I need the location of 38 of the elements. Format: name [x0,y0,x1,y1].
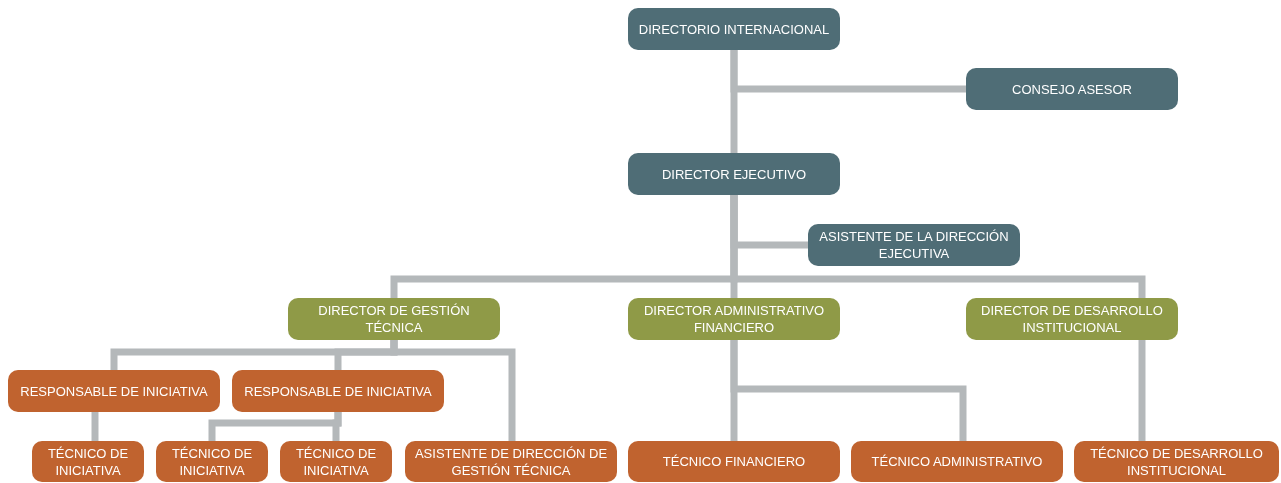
role-label: TÉCNICO DE INICIATIVA [294,444,378,479]
connector-line [730,50,738,153]
role-label: CONSEJO ASESOR [1012,80,1132,98]
role-label: RESPONSABLE DE INICIATIVA [244,382,432,400]
role-label: ASISTENTE DE LA DIRECCIÓN EJECUTIVA [818,228,1010,262]
connector-line [332,412,342,441]
role-label: TÉCNICO DE INICIATIVA [46,444,130,479]
org-box [1074,441,1279,482]
org-box [628,298,840,340]
org-box [288,298,500,340]
org-box [8,370,220,412]
role-label: DIRECTOR DE GESTIÓN TÉCNICA [317,302,471,336]
role-label: DIRECTOR ADMINISTRATIVO FINANCIERO [642,302,826,336]
org-box [808,224,1020,266]
connector-line [1138,340,1146,441]
role-label: DIRECTOR EJECUTIVO [661,165,807,183]
org-box [851,441,1063,482]
connector-line [730,340,967,441]
role-label: TÉCNICO ADMINISTRATIVO [871,453,1043,470]
org-box [966,298,1178,340]
org-box [966,68,1178,110]
org-box [280,441,392,482]
org-box [405,441,617,482]
org-box [232,370,444,412]
org-box [628,8,840,50]
role-label: DIRECTOR DE DESARROLLO INSTITUCIONAL [980,302,1164,336]
role-label: TÉCNICO FINANCIERO [662,453,806,470]
role-label: RESPONSABLE DE INICIATIVA [20,382,208,400]
role-label: TÉCNICO DE INICIATIVA [170,444,254,479]
org-box [32,441,144,482]
org-box [628,153,840,195]
connector-line [91,412,99,441]
connector-line [390,340,516,441]
role-label: TÉCNICO DE DESARROLLO INSTITUCIONAL [1089,444,1264,479]
org-box [156,441,268,482]
org-box [628,441,840,482]
role-label: ASISTENTE DE DIRECCIÓN DE GESTIÓN TÉCNICA [413,444,609,479]
role-label: DIRECTORIO INTERNACIONAL [638,20,830,38]
